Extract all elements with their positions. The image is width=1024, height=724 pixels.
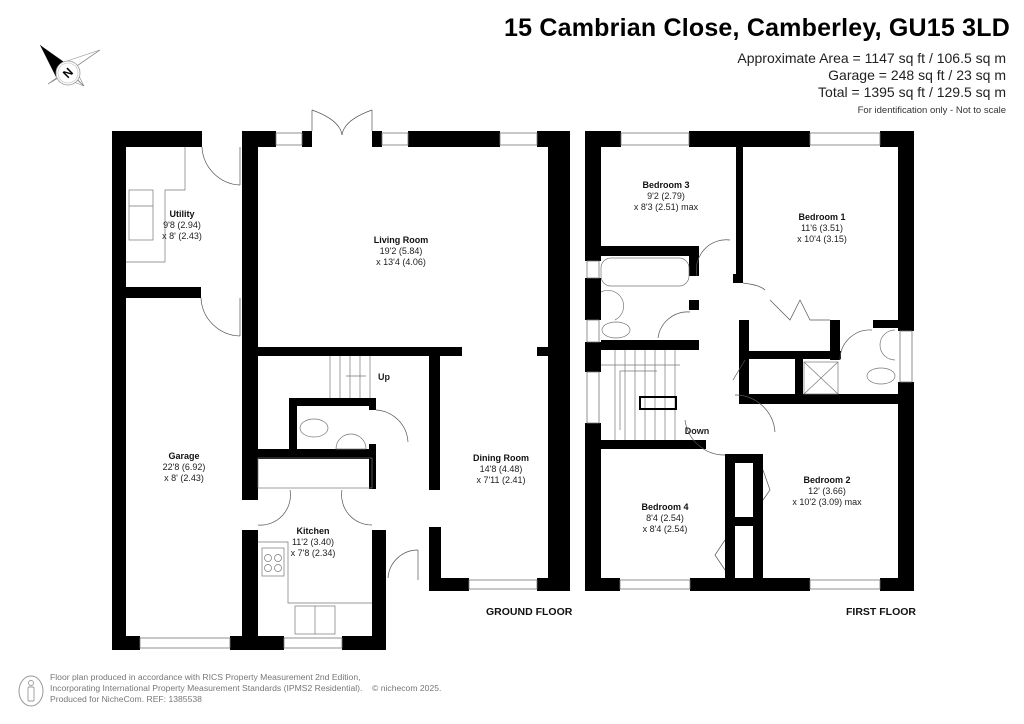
ground-floor-label: GROUND FLOOR bbox=[486, 606, 573, 618]
area-summary: Approximate Area = 1147 sq ft / 106.5 sq… bbox=[737, 50, 1006, 101]
room-kitchen-name: Kitchen bbox=[296, 526, 329, 536]
room-bedroom4-dim1: 8'4 (2.54) bbox=[646, 513, 684, 523]
room-kitchen-dim2: x 7'8 (2.34) bbox=[291, 548, 336, 558]
property-address-title: 15 Cambrian Close, Camberley, GU15 3LD bbox=[504, 14, 1010, 42]
room-bedroom1-dim1: 11'6 (3.51) bbox=[801, 223, 843, 233]
room-bedroom2-name: Bedroom 2 bbox=[803, 475, 850, 485]
footer-disclaimer: Floor plan produced in accordance with R… bbox=[50, 672, 362, 705]
room-garage-dim1: 22'8 (6.92) bbox=[163, 462, 206, 472]
room-utility-dim2: x 8' (2.43) bbox=[162, 231, 202, 241]
room-bedroom2-dim2: x 10'2 (3.09) max bbox=[792, 497, 862, 507]
footer-line-2: Incorporating International Property Mea… bbox=[50, 683, 363, 693]
room-living-name: Living Room bbox=[374, 235, 429, 245]
room-bedroom2-dim1: 12' (3.66) bbox=[808, 486, 846, 496]
room-living-dim2: x 13'4 (4.06) bbox=[376, 257, 426, 267]
stairs-up-label: Up bbox=[378, 372, 390, 382]
room-kitchen-dim1: 11'2 (3.40) bbox=[292, 537, 334, 547]
room-dining-dim1: 14'8 (4.48) bbox=[480, 464, 523, 474]
room-garage-dim2: x 8' (2.43) bbox=[164, 473, 204, 483]
compass-icon: N bbox=[39, 44, 101, 87]
room-dining-dim2: x 7'11 (2.41) bbox=[476, 475, 525, 485]
ground-floor-plan: Up Utility 9'8 (2.94) x 8' (2.43) Living… bbox=[112, 109, 573, 650]
footer-copyright: © nichecom 2025. bbox=[372, 683, 442, 693]
stairs-down-label: Down bbox=[685, 426, 710, 436]
approximate-area: Approximate Area = 1147 sq ft / 106.5 sq… bbox=[737, 50, 1006, 66]
footer-line-1: Floor plan produced in accordance with R… bbox=[50, 672, 361, 682]
garage-area: Garage = 248 sq ft / 23 sq m bbox=[828, 67, 1006, 83]
total-area: Total = 1395 sq ft / 129.5 sq m bbox=[818, 84, 1006, 100]
first-floor-label: FIRST FLOOR bbox=[846, 606, 916, 618]
room-bedroom4-name: Bedroom 4 bbox=[641, 502, 688, 512]
room-living-dim1: 19'2 (5.84) bbox=[380, 246, 423, 256]
room-utility-name: Utility bbox=[169, 209, 194, 219]
room-bedroom4-dim2: x 8'4 (2.54) bbox=[643, 524, 688, 534]
first-floor-plan: Down Bedroom 3 9'2 (2.79) x 8'3 (2.51) m… bbox=[585, 131, 916, 618]
room-bedroom1-name: Bedroom 1 bbox=[798, 212, 845, 222]
disclaimer-note: For identification only - Not to scale bbox=[857, 105, 1006, 116]
person-scale-icon bbox=[18, 675, 44, 707]
room-utility-dim1: 9'8 (2.94) bbox=[163, 220, 201, 230]
room-bedroom3-dim1: 9'2 (2.79) bbox=[647, 191, 685, 201]
room-dining-name: Dining Room bbox=[473, 453, 529, 463]
room-bedroom3-name: Bedroom 3 bbox=[642, 180, 689, 190]
room-bedroom1-dim2: x 10'4 (3.15) bbox=[797, 234, 847, 244]
room-garage-name: Garage bbox=[168, 451, 199, 461]
footer-line-3: Produced for NicheCom. REF: 1385538 bbox=[50, 694, 202, 704]
room-bedroom3-dim2: x 8'3 (2.51) max bbox=[634, 202, 699, 212]
